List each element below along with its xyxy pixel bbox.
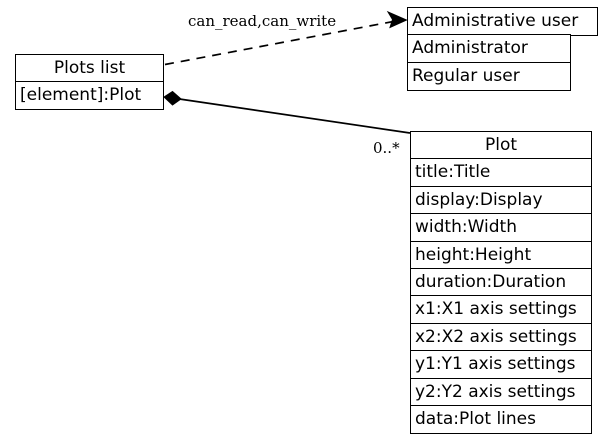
class-attribute-row: y2:Y2 axis settings — [410, 377, 592, 407]
dependency-arrowhead-icon — [386, 10, 408, 29]
class-name-administrative-user: Administrative user — [407, 7, 598, 36]
class-name-plot: Plot — [410, 131, 592, 160]
class-box-plot[interactable]: Plot title:Title display:Display width:W… — [410, 131, 592, 442]
class-attribute-row: height:Height — [410, 240, 592, 270]
class-attribute-row: display:Display — [410, 185, 592, 215]
composition-edge-line — [175, 97, 411, 134]
composition-multiplicity-label: 0..* — [373, 139, 400, 157]
dependency-edge-label: can_read,can_write — [188, 12, 337, 30]
class-box-plots-list[interactable]: Plots list [element]:Plot — [15, 54, 164, 111]
class-attribute-row: data:Plot lines — [410, 405, 592, 434]
class-attribute-row: x2:X2 axis settings — [410, 322, 592, 352]
class-box-administrative-user[interactable]: Administrative user Administrator Regula… — [407, 7, 598, 93]
class-attribute-row: width:Width — [410, 213, 592, 243]
class-attribute-row: [element]:Plot — [15, 81, 164, 111]
class-attribute-row: title:Title — [410, 158, 592, 188]
class-attribute-row: Regular user — [407, 61, 571, 91]
class-attribute-row: Administrator — [407, 34, 571, 64]
class-attribute-row: x1:X1 axis settings — [410, 295, 592, 325]
class-name-plots-list: Plots list — [15, 54, 164, 83]
class-attribute-row: duration:Duration — [410, 268, 592, 297]
class-attribute-row: y1:Y1 axis settings — [410, 350, 592, 380]
composition-diamond-icon — [163, 90, 182, 106]
